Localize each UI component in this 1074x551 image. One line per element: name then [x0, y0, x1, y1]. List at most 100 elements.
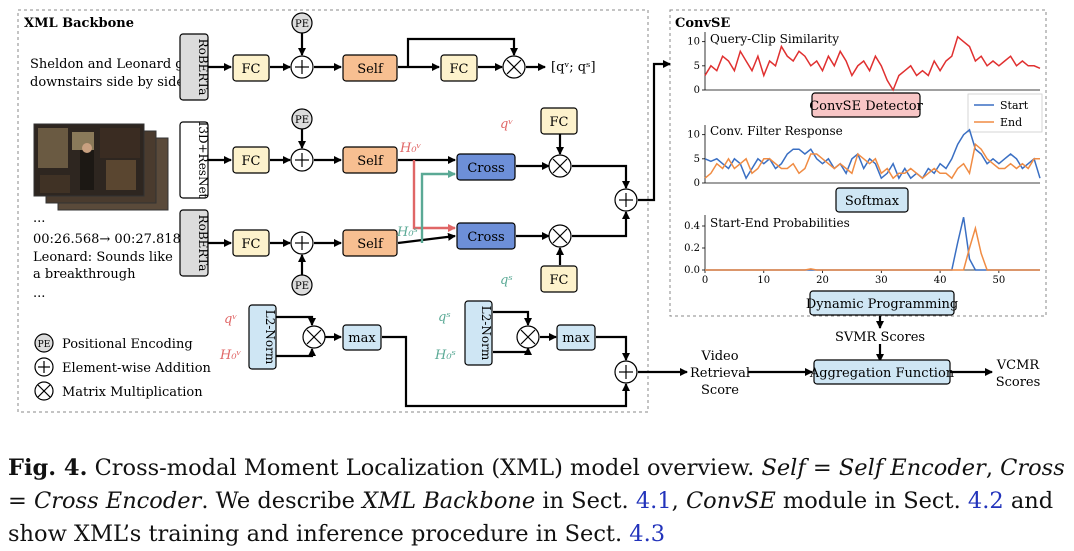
subtitle-line-3: Leonard: Sounds like: [33, 250, 173, 265]
h0v-l2-label: H₀ᵛ: [219, 348, 242, 363]
legend-pe-icon: PE: [34, 333, 54, 353]
caption-ref-4-3[interactable]: 4.3: [629, 521, 666, 547]
cross-encoder-video: Cross: [456, 153, 516, 181]
xml-backbone-panel: [17, 9, 649, 413]
pe-circle-video: PE: [291, 108, 313, 130]
vcmr-line-2: Scores: [996, 375, 1041, 390]
x-tick-label: 20: [816, 275, 829, 286]
legend-start-label: Start: [1000, 99, 1029, 112]
mul-circle-l2-video: [302, 325, 326, 349]
caption-ref-4-1[interactable]: 4.1: [635, 488, 672, 514]
x-tick-label: 40: [934, 275, 947, 286]
svg-text:Cross: Cross: [467, 161, 504, 176]
svg-text:FC: FC: [242, 154, 261, 169]
series-end-response: [704, 142, 1040, 180]
video-frames-image: [33, 123, 169, 211]
svg-text:Self: Self: [357, 62, 384, 77]
video-retrieval-line-3: Score: [701, 383, 739, 398]
y-tick-label: 0.4: [684, 221, 700, 232]
svg-text:L2-Norm: L2-Norm: [263, 310, 277, 365]
convse-detector-box: ConvSE Detector: [809, 92, 924, 118]
diagram: XML Backbone ConvSE Sheldon and Leonard …: [17, 9, 1047, 413]
fc-box-video: FC: [232, 146, 270, 174]
svg-text:Self: Self: [357, 237, 384, 252]
svg-text:PE: PE: [295, 19, 309, 30]
self-encoder-subtitle: Self: [342, 229, 398, 257]
svg-text:max: max: [348, 331, 376, 346]
svg-text:FC: FC: [242, 62, 261, 77]
qs-l2-label: qˢ: [438, 310, 451, 325]
caption-convse: ConvSE: [685, 488, 776, 514]
legend-mul-label: Matrix Multiplication: [62, 385, 203, 400]
query-output-label: [qᵛ; qˢ]: [551, 60, 596, 75]
x-tick-label: 30: [875, 275, 888, 286]
y-tick-label: 0: [694, 85, 700, 96]
qv-label: qᵛ: [500, 117, 513, 132]
cross-encoder-subtitle: Cross: [456, 222, 516, 250]
svg-text:Cross: Cross: [467, 230, 504, 245]
max-box-video: max: [342, 324, 382, 351]
svg-text:FC: FC: [550, 273, 569, 288]
self-encoder-query: Self: [342, 54, 398, 82]
fc-box-subtitle: FC: [232, 229, 270, 257]
mul-circle-subtitle: [548, 224, 572, 248]
subtitle-line-5: ...: [33, 286, 45, 301]
qs-label: qˢ: [500, 273, 513, 288]
caption-ref-4-2[interactable]: 4.2: [967, 488, 1004, 514]
subtitle-line-4: a breakthrough: [33, 267, 136, 282]
softmax-box: Softmax: [835, 187, 909, 213]
svg-text:ConvSE Detector: ConvSE Detector: [809, 99, 923, 114]
roberta-subtitle-encoder: RoBERTa: [179, 209, 210, 277]
y-tick-label: 0: [694, 178, 700, 189]
caption-xml-backbone: XML Backbone: [362, 488, 536, 514]
legend-end-label: End: [1000, 116, 1022, 129]
i3d-resnet-encoder: I3D+ResNet: [179, 121, 210, 199]
add-circle-subtitle: [290, 231, 314, 255]
fc-box-qv: FC: [540, 107, 578, 135]
l2-norm-video: L2-Norm: [248, 304, 277, 370]
legend-pe-label: Positional Encoding: [62, 337, 193, 352]
legend: PE Positional Encoding Element-wise Addi…: [34, 333, 212, 401]
caption-cross-def: Cross = Cross Encoder: [8, 455, 1065, 514]
legend-add-label: Element-wise Addition: [62, 361, 212, 376]
svg-text:RoBERTa: RoBERTa: [196, 39, 210, 96]
svg-text:max: max: [562, 331, 590, 346]
legend-add-icon: [34, 357, 54, 377]
fc-box-query-out: FC: [440, 54, 478, 82]
y-tick-label: 0.2: [684, 243, 700, 254]
caption-self-def: Self = Self Encoder: [761, 455, 986, 481]
svmr-scores-label: SVMR Scores: [835, 330, 925, 345]
chart2-title: Conv. Filter Response: [710, 124, 843, 138]
query-text-line-1: Sheldon and Leonard go: [30, 57, 192, 72]
add-circle-query: [290, 55, 314, 79]
qv-l2-label: qᵛ: [224, 312, 237, 327]
svg-text:Aggregation Function: Aggregation Function: [809, 366, 955, 381]
h0s-label: H₀ˢ: [396, 225, 418, 240]
video-retrieval-line-2: Retrieval: [690, 366, 750, 381]
fc-box-qs: FC: [540, 265, 578, 293]
add-circle-video: [290, 148, 314, 172]
svg-text:I3D+ResNet: I3D+ResNet: [196, 122, 210, 199]
video-retrieval-line-1: Video: [700, 349, 738, 364]
chart3-title: Start-End Probabilities: [710, 216, 850, 230]
mul-circle-l2-subtitle: [516, 325, 540, 349]
caption-text-5: module in Sect.: [775, 488, 968, 514]
svg-text:PE: PE: [295, 281, 309, 292]
max-box-subtitle: max: [556, 324, 596, 351]
caption-text-3: in Sect.: [535, 488, 636, 514]
convse-title: ConvSE: [675, 16, 730, 31]
caption-label: Fig. 4.: [8, 455, 88, 481]
pe-circle-subtitle: PE: [291, 274, 313, 296]
self-encoder-video: Self: [342, 146, 398, 174]
chart-legend: Start End: [967, 93, 1043, 133]
pe-circle-query: PE: [291, 12, 313, 34]
caption-text-1: Cross-modal Moment Localization (XML) mo…: [87, 455, 762, 481]
y-tick-label: 0.0: [684, 265, 700, 276]
svg-text:FC: FC: [550, 115, 569, 130]
subtitle-line-2: 00:26.568→ 00:27.818: [33, 232, 181, 247]
svg-text:Self: Self: [357, 154, 384, 169]
legend-mul-icon: [34, 381, 54, 401]
svg-text:PE: PE: [295, 115, 309, 126]
svg-text:L2-Norm: L2-Norm: [479, 306, 493, 361]
